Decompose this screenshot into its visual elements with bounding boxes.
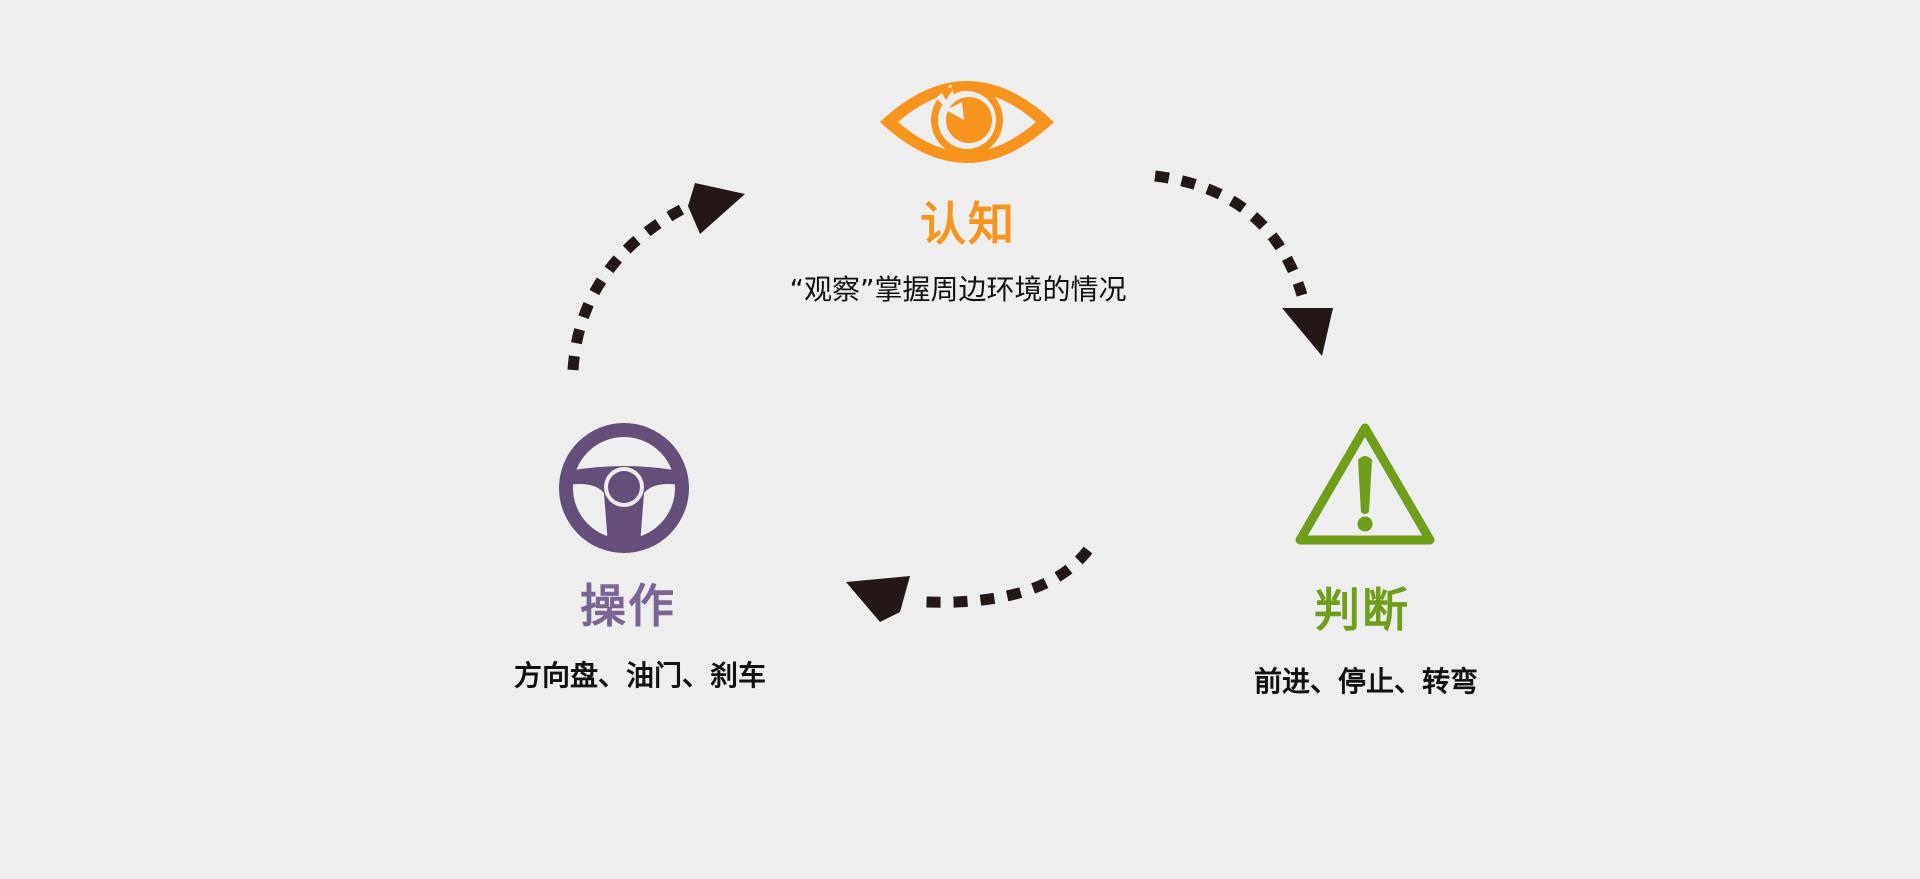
operate-description: 方向盘、油门、刹车: [513, 659, 767, 692]
dashed-arrow-icon: [846, 546, 1093, 622]
dashed-arrow-icon: [1154, 170, 1333, 356]
dashed-arrow-icon: [567, 183, 745, 371]
recognize-description: “观察”掌握周边环境的情况: [789, 273, 1127, 306]
recognize-title: 认知: [920, 197, 1016, 251]
judge-title: 判断: [1314, 583, 1410, 637]
steering-wheel-icon: [559, 423, 689, 553]
warning-icon: [1295, 423, 1435, 545]
eye-icon: [880, 81, 1054, 163]
judge-description: 前进、停止、转弯: [1253, 665, 1479, 698]
operate-title: 操作: [580, 579, 676, 633]
